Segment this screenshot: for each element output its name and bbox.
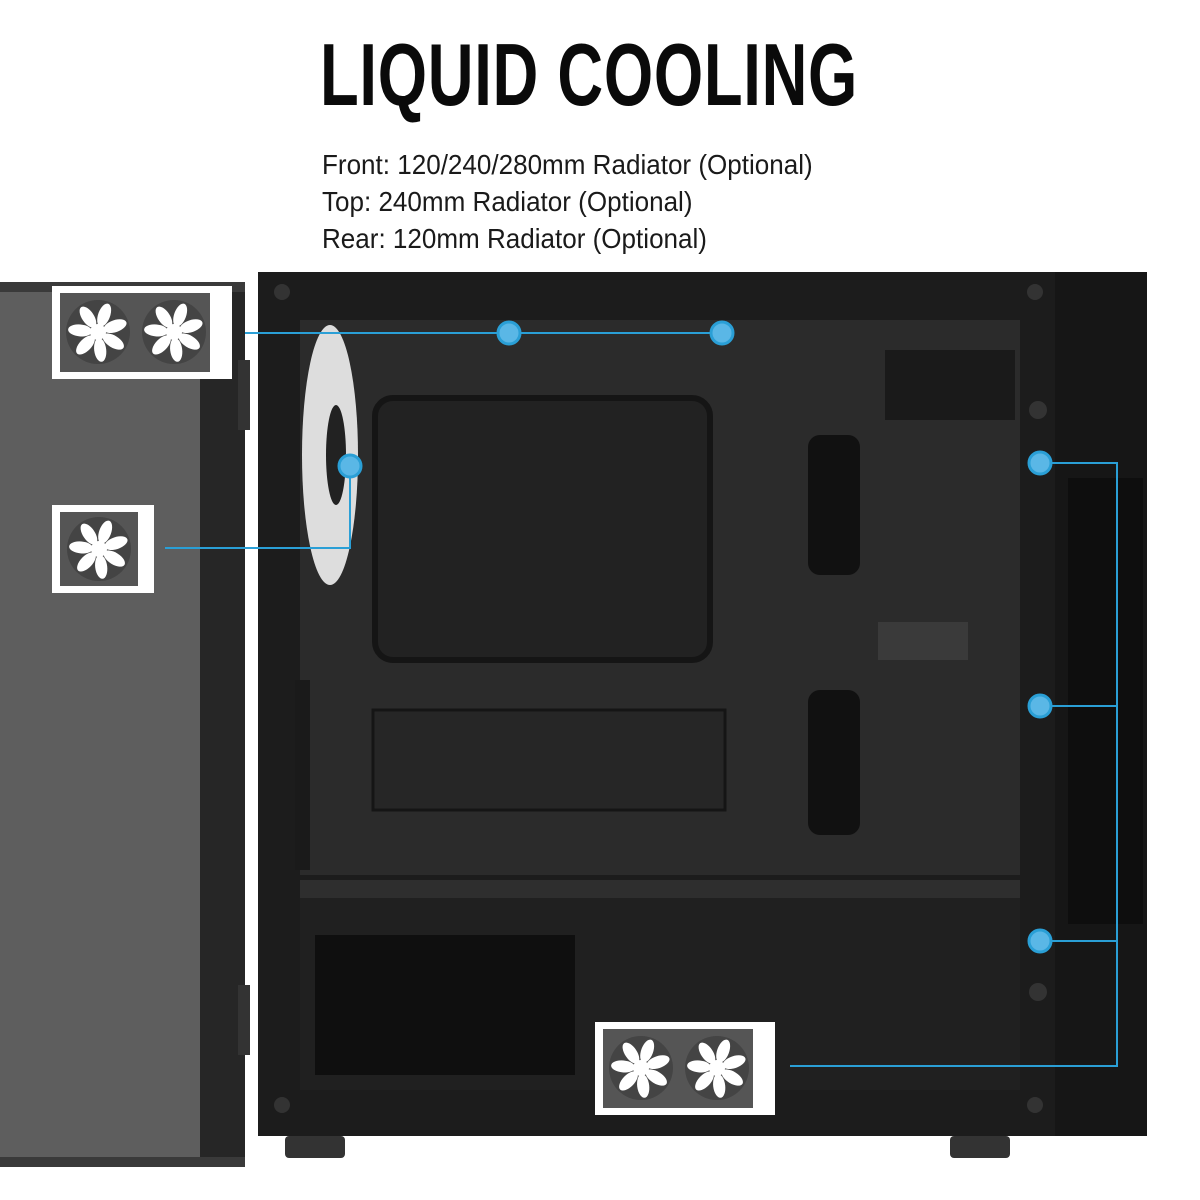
cable-grommet [808, 690, 860, 835]
front-mesh [1068, 478, 1143, 924]
psu-bay [315, 935, 575, 1075]
callout-markers [337, 320, 1053, 954]
radiator-120mm-icon [52, 505, 154, 593]
front-callout-line [790, 462, 1118, 1067]
glass-side-door [0, 282, 250, 1167]
door-hinge [238, 985, 250, 1055]
spec-rear: Rear: 120mm Radiator (Optional) [322, 223, 707, 254]
top-marker [496, 320, 522, 346]
front-marker [1027, 928, 1053, 954]
spec-front: Front: 120/240/280mm Radiator (Optional) [322, 149, 813, 180]
radiator-240mm-icon [595, 1022, 775, 1115]
case-body [258, 272, 1147, 1158]
case-foot [285, 1136, 345, 1158]
rear-callout-line [165, 466, 351, 549]
spec-top: Top: 240mm Radiator (Optional) [322, 186, 693, 217]
radiator-spec-list: Front: 120/240/280mm Radiator (Optional)… [322, 146, 813, 257]
case-foot [950, 1136, 1010, 1158]
top-marker [709, 320, 735, 346]
door-hinge [238, 360, 250, 430]
front-marker [1027, 693, 1053, 719]
callout-lines [165, 332, 1118, 1067]
cpu-cutout [372, 395, 713, 663]
rear-marker [337, 453, 363, 479]
radiator-240mm-icon [52, 286, 232, 379]
cable-grommet [808, 435, 860, 575]
front-marker [1027, 450, 1053, 476]
page-title: LIQUID COOLING [320, 25, 859, 124]
